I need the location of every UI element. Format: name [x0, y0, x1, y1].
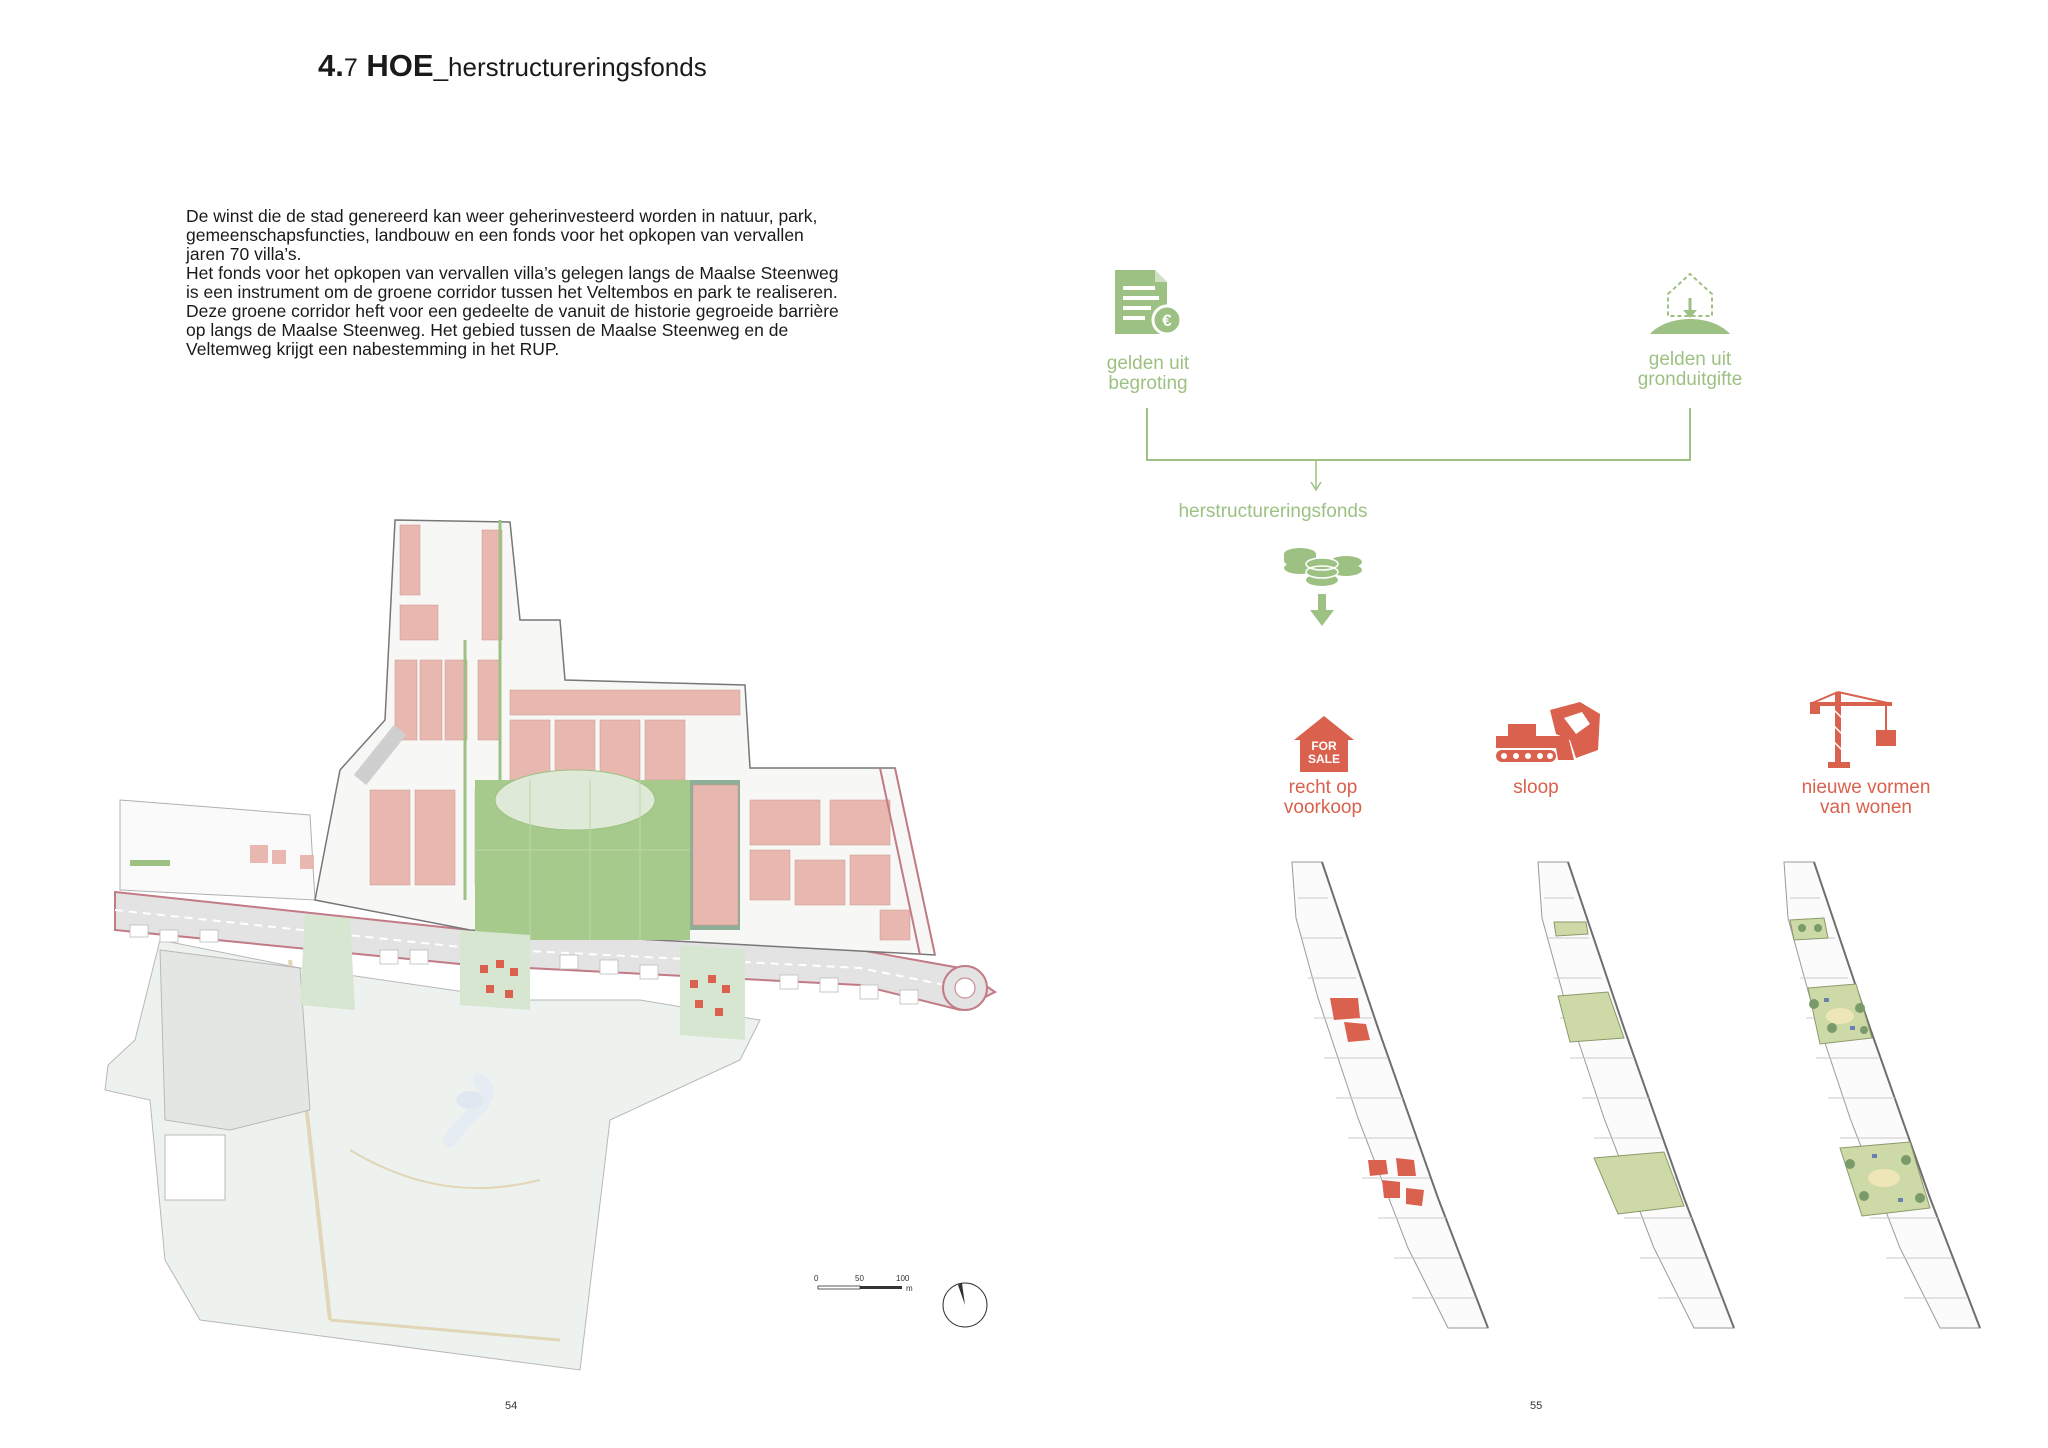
svg-text:€: €	[1162, 311, 1172, 330]
for-sale-text-1: FOR	[1311, 739, 1337, 753]
action-sloop-line1: sloop	[1513, 777, 1559, 798]
source-right-label: gelden uit gronduitgifte	[1610, 350, 1770, 390]
action-nieuwe-label: nieuwe vormen van wonen	[1780, 778, 1952, 818]
action-nieuwe-line1: nieuwe vormen	[1801, 777, 1931, 798]
for-sale-text-2: SALE	[1308, 752, 1340, 766]
source-right-line1: gelden uit	[1648, 349, 1732, 370]
source-left-label: gelden uit begroting	[1080, 354, 1216, 394]
land-house-icon	[1650, 272, 1730, 334]
fund-label: herstructureringsfonds	[1178, 501, 1368, 522]
source-left-line1: gelden uit	[1106, 353, 1190, 374]
intro-text: De winst die de stad genereerd kan weer …	[186, 207, 846, 359]
strip-map-sloop	[1537, 861, 1735, 1329]
action-voorkoop-line1: recht op	[1288, 777, 1358, 798]
action-nieuwe-line2: van wonen	[1820, 797, 1912, 818]
intro-paragraph-1: De winst die de stad genereerd kan weer …	[186, 206, 818, 264]
page-title: 4.7 HOE_herstructureringsfonds	[318, 48, 707, 84]
title-subnumber: 7	[343, 54, 358, 82]
north-arrow-icon	[942, 1282, 988, 1328]
scale-mid: 50	[855, 1274, 864, 1283]
action-sloop-label: sloop	[1480, 778, 1592, 798]
action-voorkoop-line2: voorkoop	[1283, 797, 1363, 818]
scale-bar	[817, 1285, 902, 1290]
title-rest: _herstructureringsfonds	[433, 52, 707, 82]
intro-paragraph-2: Het fonds voor het opkopen van vervallen…	[186, 263, 839, 359]
strip-map-voorkoop	[1291, 861, 1489, 1329]
strip-map-nieuwe	[1783, 861, 1981, 1329]
scale-max: 100	[896, 1274, 910, 1283]
source-right-line2: gronduitgifte	[1637, 369, 1743, 390]
page-number-right: 55	[1530, 1400, 1543, 1412]
title-number: 4.	[318, 48, 344, 83]
scale-unit: m	[906, 1284, 913, 1293]
source-left-line2: begroting	[1108, 373, 1188, 394]
title-keyword: HOE	[366, 48, 434, 83]
page-number-left: 54	[505, 1400, 518, 1412]
action-voorkoop-label: recht op voorkoop	[1250, 778, 1396, 818]
construction-crane-icon	[1809, 691, 1896, 768]
budget-document-euro-icon: €	[1115, 270, 1183, 336]
coins-stack-icon	[1284, 548, 1362, 626]
scale-zero: 0	[814, 1274, 819, 1283]
for-sale-house-icon: FOR SALE	[1294, 716, 1354, 772]
bulldozer-icon	[1496, 702, 1600, 762]
